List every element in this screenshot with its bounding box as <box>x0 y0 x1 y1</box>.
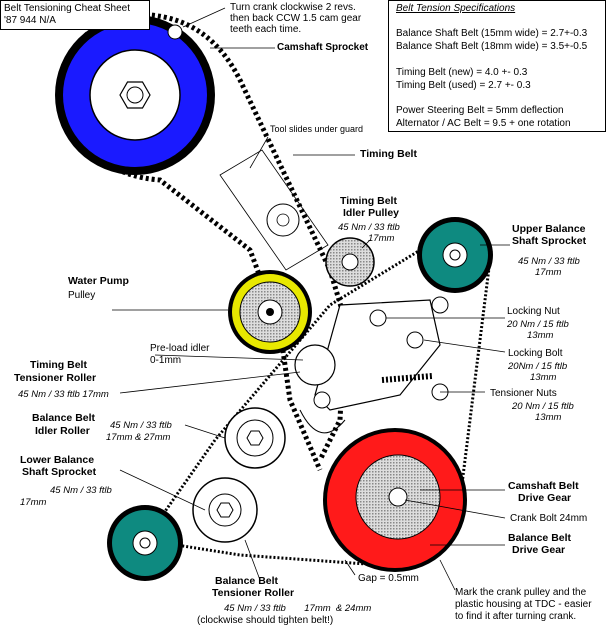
preload-note-2: 0-1mm <box>150 355 182 366</box>
upper-balance-sprocket <box>417 217 493 293</box>
spec-line: Power Steering Belt = 5mm deflection <box>396 105 564 116</box>
size-idler: 17mm <box>368 233 395 244</box>
gap-note: Gap = 0.5mm <box>358 573 419 584</box>
label-idler-2: Idler Pulley <box>343 207 400 219</box>
title-line-1: Belt Tensioning Cheat Sheet <box>4 3 131 14</box>
camshaft-sprocket <box>55 15 215 175</box>
label-cam-drive-1: Camshaft Belt <box>508 480 579 492</box>
label-tb-tensioner-1: Timing Belt <box>30 359 87 371</box>
timing-belt-idler-pulley <box>325 237 375 287</box>
spec-line: Timing Belt (used) = 2.7 +- 0.3 <box>396 80 531 91</box>
spec-locking-bolt: 20Nm / 15 ftlb <box>508 361 568 372</box>
note-bb-tensioner: (clockwise should tighten belt!) <box>197 615 334 626</box>
spec-box: Belt Tension Specifications Balance Shaf… <box>388 0 606 132</box>
mark-note-3: to find it after turning crank. <box>455 611 577 622</box>
label-bal-drive-2: Drive Gear <box>512 544 566 556</box>
spec-line: Timing Belt (new) = 4.0 +- 0.3 <box>396 67 528 78</box>
spec-tb-tensioner: 45 Nm / 33 ftlb 17mm <box>18 389 109 400</box>
tensioner-plate <box>313 296 449 411</box>
spec-lower-balance: 45 Nm / 33 ftlb <box>50 485 112 496</box>
water-pump-pulley <box>228 270 312 354</box>
label-bb-idler-1: Balance Belt <box>32 412 96 424</box>
label-camshaft-sprocket: Camshaft Sprocket <box>277 42 369 53</box>
size-upper-balance: 17mm <box>535 267 562 278</box>
tool-guide <box>219 149 329 271</box>
label-upper-balance-1: Upper Balance <box>512 223 586 235</box>
label-water-pump-1: Water Pump <box>68 275 129 287</box>
balance-belt-tensioner-roller <box>192 477 258 543</box>
label-locking-bolt: Locking Bolt <box>508 348 563 359</box>
crank-note-2: then back CCW 1.5 cam gear <box>230 13 362 24</box>
size-locking-bolt: 13mm <box>530 372 557 383</box>
spec-upper-balance: 45 Nm / 33 ftlb <box>518 256 580 267</box>
label-crank-bolt: Crank Bolt 24mm <box>510 513 588 524</box>
balance-belt-idler-roller <box>224 407 286 469</box>
tool-note: Tool slides under guard <box>270 124 364 134</box>
label-cam-drive-2: Drive Gear <box>518 492 572 504</box>
spec-bb-tensioner: 45 Nm / 33 ftlb 17mm & 24mm <box>224 603 372 614</box>
crank-drive-gear <box>323 428 467 572</box>
crank-note-3: teeth each time. <box>230 24 302 35</box>
label-bb-tensioner-2: Tensioner Roller <box>212 587 295 599</box>
spec-line: Balance Shaft Belt (15mm wide) = 2.7+-0.… <box>396 28 588 39</box>
crank-note-1: Turn crank clockwise 2 revs. <box>230 2 356 13</box>
label-lower-balance-1: Lower Balance <box>20 454 95 466</box>
spec-bb-idler: 45 Nm / 33 ftlb <box>110 420 172 431</box>
label-tensioner-nuts: Tensioner Nuts <box>490 388 557 399</box>
lower-balance-sprocket <box>107 505 183 581</box>
spec-title: Belt Tension Specifications <box>396 3 516 14</box>
timing-belt-tensioner-roller <box>294 344 346 434</box>
spec-locking-nut: 20 Nm / 15 ftlb <box>507 319 569 330</box>
label-bb-idler-2: Idler Roller <box>35 425 90 437</box>
size-tensioner-nuts: 13mm <box>535 412 562 423</box>
preload-note-1: Pre-load idler <box>150 343 210 354</box>
spec-idler: 45 Nm / 33 ftlb <box>338 222 400 233</box>
size-locking-nut: 13mm <box>527 330 554 341</box>
spec-line: Alternator / AC Belt = 9.5 + one rotatio… <box>396 118 571 129</box>
label-bal-drive-1: Balance Belt <box>508 532 572 544</box>
label-water-pump-2: Pulley <box>68 290 96 301</box>
label-upper-balance-2: Shaft Sprocket <box>512 235 587 247</box>
leader-lines <box>112 7 510 591</box>
label-locking-nut: Locking Nut <box>507 306 560 317</box>
mark-note-2: plastic housing at TDC - easier <box>455 599 592 610</box>
title-line-2: '87 944 N/A <box>4 15 56 26</box>
label-idler-1: Timing Belt <box>340 195 397 207</box>
title-box: Belt Tensioning Cheat Sheet '87 944 N/A <box>0 0 150 30</box>
spec-tensioner-nuts: 20 Nm / 15 ftlb <box>512 401 574 412</box>
size-bb-idler: 17mm & 27mm <box>106 432 171 443</box>
label-bb-tensioner-1: Balance Belt <box>215 575 279 587</box>
spec-line: Balance Shaft Belt (18mm wide) = 3.5+-0.… <box>396 41 588 52</box>
label-timing-belt: Timing Belt <box>360 148 417 160</box>
mark-note-1: Mark the crank pulley and the <box>455 587 587 598</box>
size-lower-balance: 17mm <box>20 497 47 508</box>
label-lower-balance-2: Shaft Sprocket <box>22 466 97 478</box>
label-tb-tensioner-2: Tensioner Roller <box>14 372 97 384</box>
